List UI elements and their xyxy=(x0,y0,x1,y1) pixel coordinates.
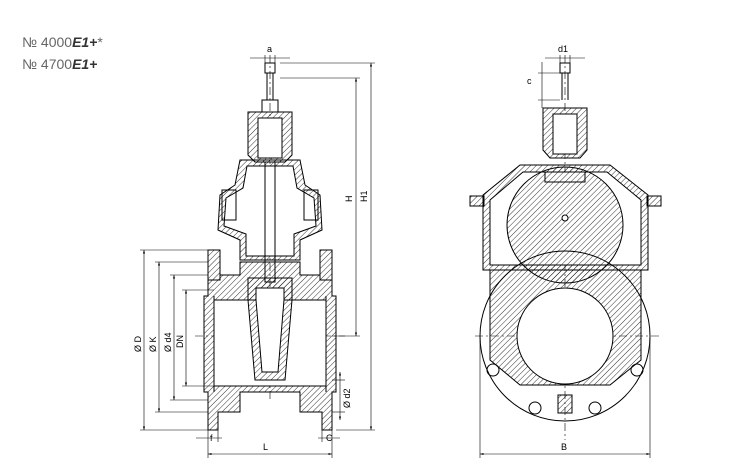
bolt-left xyxy=(221,189,237,221)
front-bolt-hole-3 xyxy=(528,401,542,415)
title-2-model: E1+ xyxy=(72,56,98,72)
dim-d4-label: Ø d4 xyxy=(163,332,173,352)
front-bolt-hole-1 xyxy=(486,363,500,377)
dim-h-label: H xyxy=(344,196,354,203)
dim-f-label: f xyxy=(210,433,213,443)
front-view xyxy=(469,55,662,440)
dim-c-label: C xyxy=(326,433,333,443)
title-line-1: № 4000E1+* xyxy=(22,34,103,50)
dim-a-label: a xyxy=(267,44,272,54)
front-wedge-hole xyxy=(561,214,569,222)
title-line-2: № 4700E1+ xyxy=(22,56,97,72)
dim-d2: Ø d2 xyxy=(332,372,352,420)
dim-d1: d1 xyxy=(545,44,585,63)
dim-h1-label: H1 xyxy=(359,190,369,202)
dim-c-top: c xyxy=(527,62,560,108)
stem-square-top xyxy=(264,62,276,74)
gate-wedge-inner xyxy=(255,287,285,373)
dim-k-label: Ø K xyxy=(148,336,158,352)
flange-tab-top-right xyxy=(319,249,333,281)
front-lug-left xyxy=(469,195,485,207)
dim-c-top-label: c xyxy=(527,76,532,86)
title-1-model: E1+ xyxy=(72,34,98,50)
dim-bottom-left: L f C xyxy=(196,430,340,458)
front-wedge-nut xyxy=(544,171,586,183)
front-stem-square xyxy=(559,62,571,74)
bolt-right xyxy=(303,189,319,221)
flange-tab-top-left xyxy=(207,249,221,281)
front-lug-right xyxy=(646,195,662,207)
front-bolt-hole-2 xyxy=(630,363,644,377)
front-bore xyxy=(516,287,614,385)
title-1-prefix: № 4000 xyxy=(22,34,73,50)
dim-d1-label: d1 xyxy=(558,44,568,54)
title-2-prefix: № 4700 xyxy=(22,56,73,72)
front-bolt-hole-4 xyxy=(588,401,602,415)
dim-d-label: Ø D xyxy=(133,335,143,352)
front-bottom-lug xyxy=(557,394,573,414)
bonnet-cavity xyxy=(257,117,283,159)
dim-d2-label: Ø d2 xyxy=(342,388,352,408)
front-bonnet-cavity xyxy=(552,113,578,155)
dim-dn-label: DN xyxy=(175,335,185,348)
dim-b-label: B xyxy=(561,442,567,452)
front-wedge xyxy=(506,166,624,284)
title-1-suffix: * xyxy=(97,34,103,50)
bonnet-inner xyxy=(223,165,317,257)
dim-a: a xyxy=(250,44,290,63)
dim-diameters: Ø D Ø K Ø d4 DN xyxy=(133,249,214,431)
dim-b: B xyxy=(479,336,651,458)
dim-l-label: L xyxy=(263,442,268,452)
side-section-view xyxy=(195,55,345,431)
dim-h: H H1 xyxy=(280,62,375,431)
